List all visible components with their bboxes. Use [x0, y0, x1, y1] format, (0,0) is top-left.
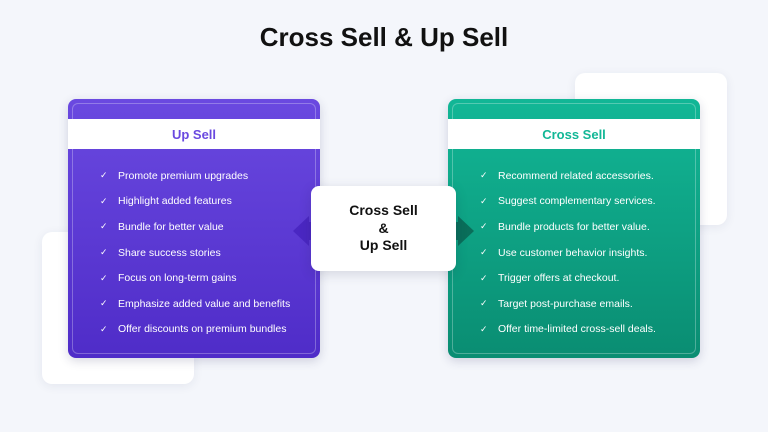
list-item: ✓ Promote premium upgrades	[100, 163, 290, 189]
list-item: ✓ Use customer behavior insights.	[480, 240, 656, 266]
list-item: ✓ Share success stories	[100, 240, 290, 266]
list-item-text: Highlight added features	[118, 195, 232, 208]
list-item: ✓ Emphasize added value and benefits	[100, 291, 290, 317]
list-item-text: Offer discounts on premium bundles	[118, 323, 287, 336]
list-item: ✓ Trigger offers at checkout.	[480, 265, 656, 291]
list-item: ✓ Offer time-limited cross-sell deals.	[480, 317, 656, 343]
check-icon: ✓	[100, 221, 108, 232]
check-icon: ✓	[480, 170, 488, 181]
up-sell-heading: Up Sell	[68, 119, 320, 149]
check-icon: ✓	[480, 272, 488, 283]
list-item: ✓ Focus on long-term gains	[100, 265, 290, 291]
check-icon: ✓	[100, 298, 108, 309]
list-item: ✓ Bundle products for better value.	[480, 214, 656, 240]
list-item-text: Target post-purchase emails.	[498, 297, 633, 310]
list-item: ✓ Highlight added features	[100, 189, 290, 215]
up-sell-card: Up Sell ✓ Promote premium upgrades ✓ Highl…	[68, 99, 320, 358]
check-icon: ✓	[480, 195, 488, 206]
list-item: ✓ Suggest complementary services.	[480, 189, 656, 215]
page-title: Cross Sell & Up Sell	[259, 22, 509, 52]
list-item-text: Trigger offers at checkout.	[498, 272, 620, 285]
list-item-text: Emphasize added value and benefits	[118, 297, 291, 310]
list-item-text: Recommend related accessories.	[498, 169, 654, 182]
check-icon: ✓	[480, 247, 488, 258]
check-icon: ✓	[480, 221, 488, 232]
list-item: ✓ Offer discounts on premium bundles	[100, 317, 290, 343]
check-icon: ✓	[100, 247, 108, 258]
list-item: ✓ Target post-purchase emails.	[480, 291, 656, 317]
check-icon: ✓	[100, 323, 108, 334]
check-icon: ✓	[100, 195, 108, 206]
list-item: ✓ Bundle for better value	[100, 214, 290, 240]
list-item-text: Offer time-limited cross-sell deals.	[498, 323, 656, 336]
cross-sell-heading: Cross Sell	[448, 119, 700, 149]
check-icon: ✓	[480, 298, 488, 309]
center-label-up-sell: Up Sell	[359, 237, 408, 254]
list-item-text: Suggest complementary services.	[498, 195, 656, 208]
list-item-text: Bundle for better value	[118, 220, 224, 233]
cross-sell-card: Cross Sell ✓ Recommend related accessorie…	[448, 99, 700, 358]
list-item-text: Use customer behavior insights.	[498, 246, 648, 259]
list-item-text: Share success stories	[118, 246, 221, 259]
check-icon: ✓	[100, 272, 108, 283]
check-icon: ✓	[480, 323, 488, 334]
cross-sell-list: ✓ Recommend related accessories. ✓ Suggest…	[480, 163, 656, 342]
center-label-box: Cross Sell & Up Sell	[311, 186, 456, 271]
list-item: ✓ Recommend related accessories.	[480, 163, 656, 189]
list-item-text: Promote premium upgrades	[118, 169, 249, 182]
up-sell-list: ✓ Promote premium upgrades ✓ Highlight add…	[100, 163, 290, 342]
list-item-text: Focus on long-term gains	[118, 272, 237, 285]
list-item-text: Bundle products for better value.	[498, 220, 650, 233]
center-label-ampersand: &	[378, 219, 389, 236]
center-label-cross-sell: Cross Sell	[349, 202, 418, 219]
check-icon: ✓	[100, 170, 108, 181]
